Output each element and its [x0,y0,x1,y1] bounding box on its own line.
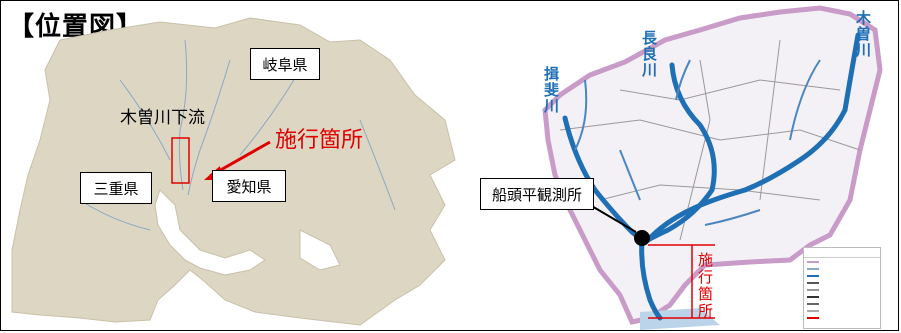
label-mie: 三重県 [80,172,152,204]
legend-header [804,248,880,258]
legend-row [804,300,880,307]
left-map-bay [154,189,266,276]
label-kiso-river: 木曽川 [854,10,872,58]
right-map-sea [640,308,720,330]
station-pointer [589,204,637,233]
label-ibi-river: 揖斐川 [542,66,560,114]
label-gifu: 岐阜県 [250,48,320,80]
map-legend [803,247,881,329]
label-station: 船頭平観測所 [480,178,594,210]
left-map-bay-2 [299,229,341,271]
label-nagara-river: 長良川 [640,30,658,78]
site-highlight-box [171,137,190,184]
legend-row [804,314,880,321]
label-aichi: 愛知県 [212,170,286,202]
label-site: 施行箇所 [275,128,364,153]
label-kiso-lower: 木曽川下流 [120,108,205,128]
station-dot-icon [634,230,650,246]
legend-row [804,307,880,314]
legend-row [804,286,880,293]
legend-row [804,279,880,286]
legend-row [804,272,880,279]
legend-row [804,265,880,272]
legend-row [804,293,880,300]
legend-row [804,258,880,265]
label-site-vertical: 施行箇所 [696,252,714,320]
